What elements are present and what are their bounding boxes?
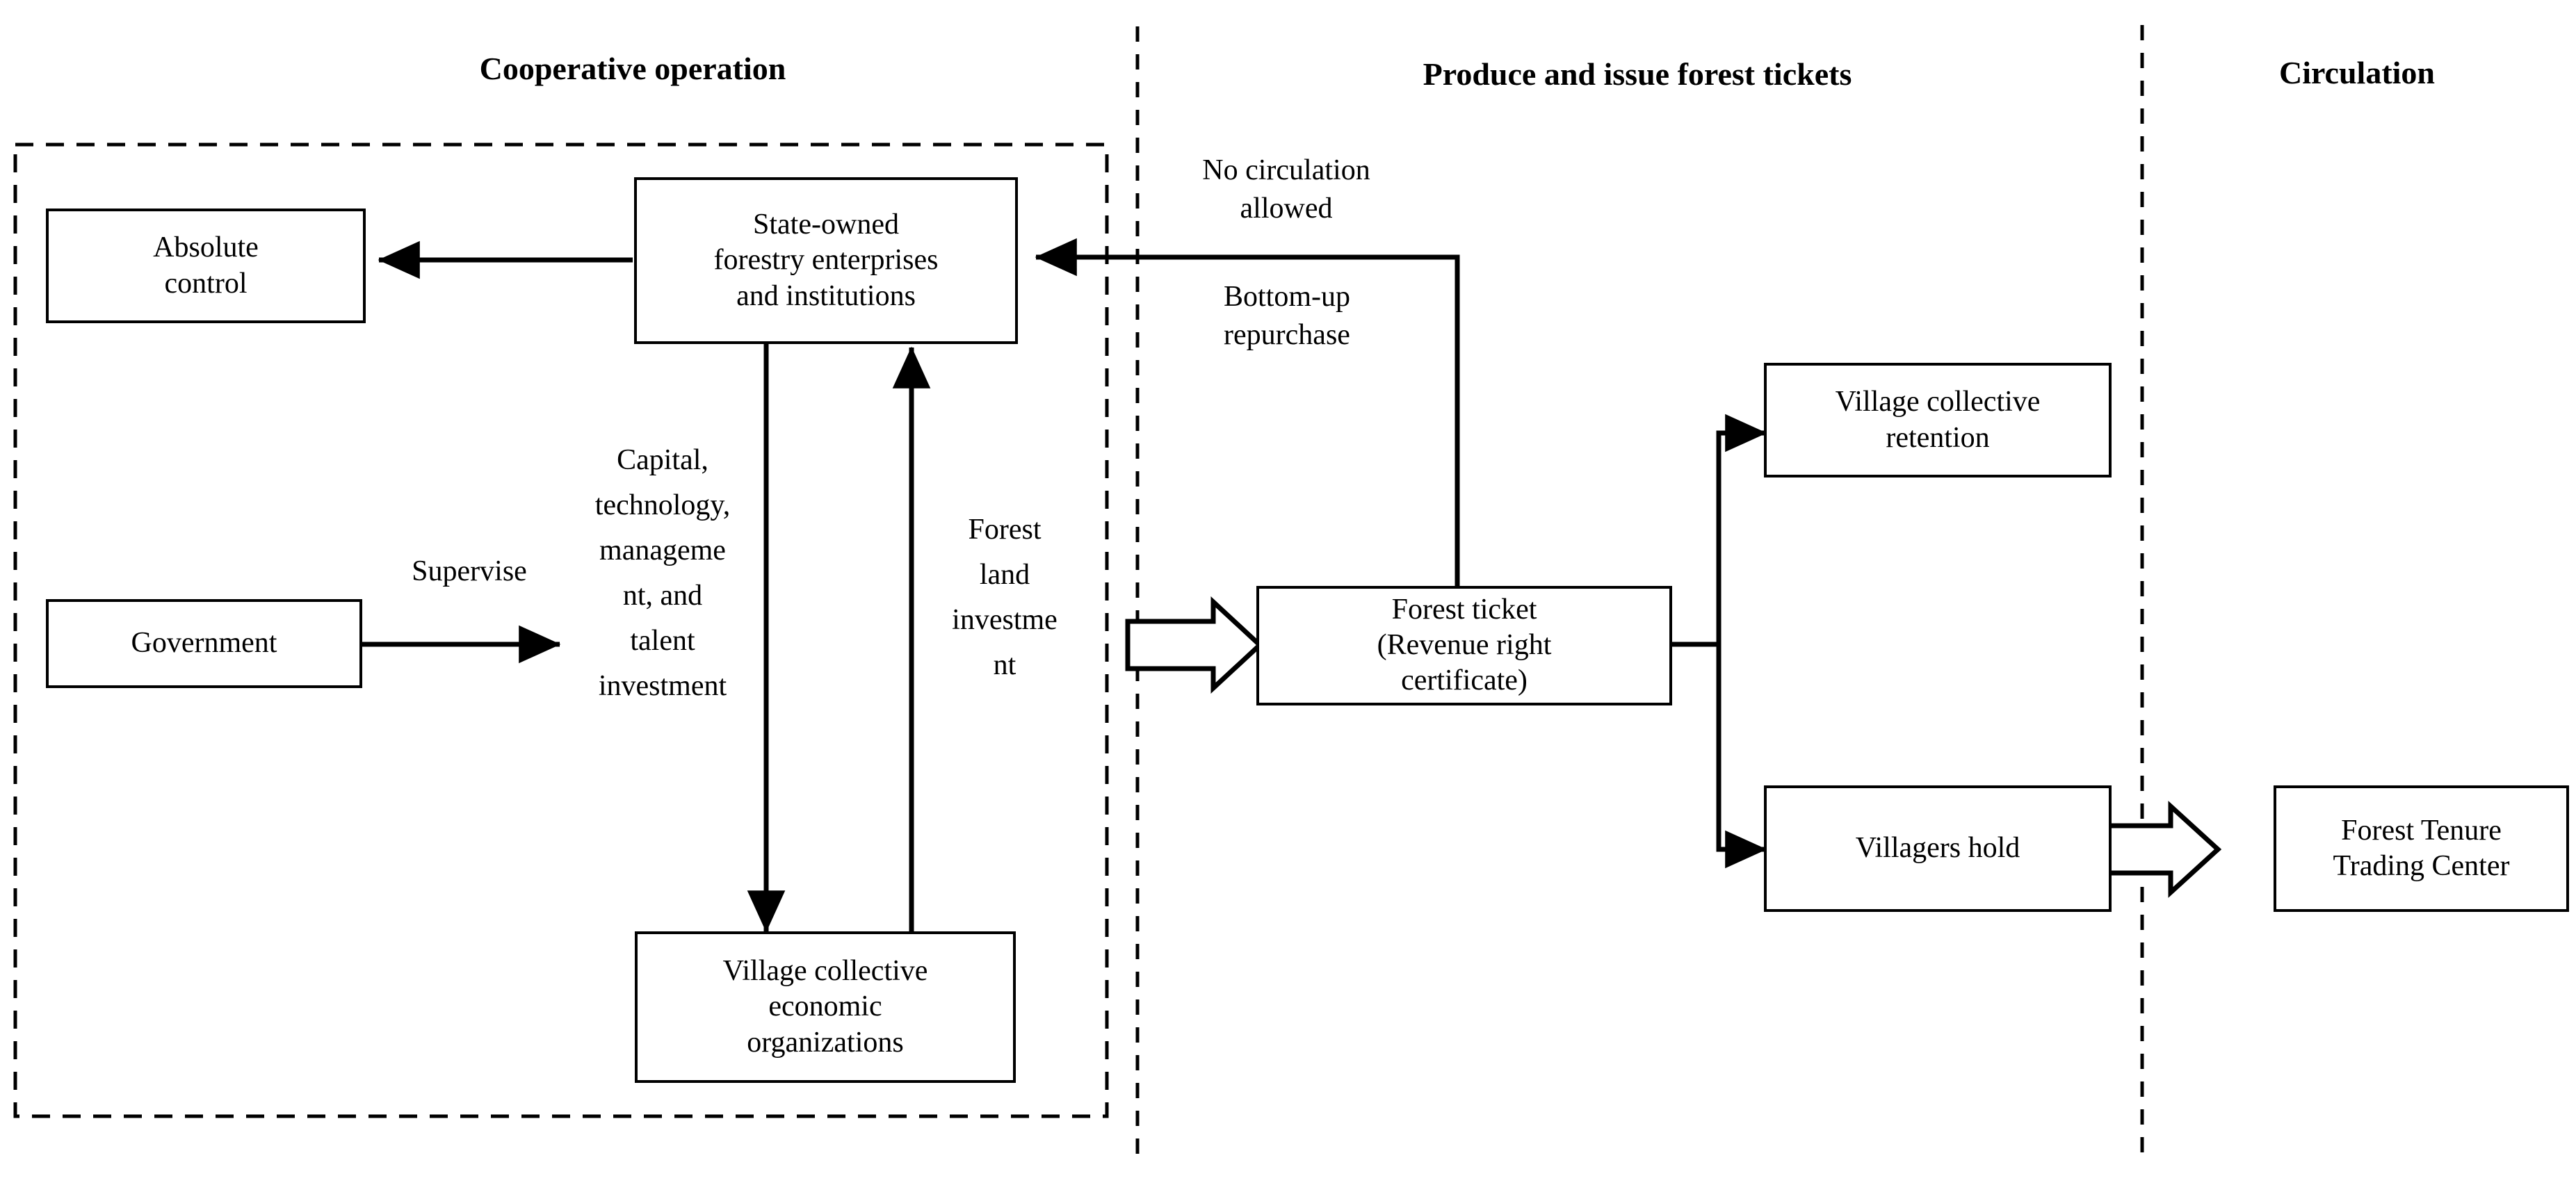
edge-label-supervise: Supervise — [412, 555, 527, 587]
node-villagers-hold[interactable]: Villagers hold — [1764, 785, 2112, 912]
node-forest-tenure-trading-center[interactable]: Forest Tenure Trading Center — [2274, 785, 2569, 912]
node-absolute-control[interactable]: Absolute control — [46, 209, 366, 323]
column-title-circulation: Circulation — [2278, 55, 2436, 90]
edge-label-bottom-up-repurchase: Bottom-up repurchase — [1223, 281, 1350, 352]
node-village-collective-retention[interactable]: Village collective retention — [1764, 363, 2112, 477]
edge-label-capital-technology-management-talent-investment: Capital, technology, manageme nt, and ta… — [594, 444, 731, 703]
node-government-label: Government — [131, 627, 277, 660]
node-village-collective-economic-organizations[interactable]: Village collective economic organization… — [635, 931, 1016, 1083]
node-forest-tenure-trading-center-label: Forest Tenure Trading Center — [2333, 814, 2510, 882]
node-government[interactable]: Government — [46, 599, 362, 688]
node-villagers-hold-label: Villagers hold — [1855, 832, 2020, 865]
node-forest-ticket[interactable]: Forest ticket (Revenue right certificate… — [1256, 586, 1672, 705]
node-state-owned-forestry-label: State-owned forestry enterprises and ins… — [713, 209, 939, 312]
node-village-collective-economic-organizations-label: Village collective economic organization… — [722, 955, 928, 1059]
edge-forest-ticket-branch-villagers — [1669, 642, 1767, 869]
node-absolute-control-label: Absolute control — [153, 231, 259, 300]
column-title-cooperative-operation: Cooperative operation — [479, 51, 786, 86]
node-forest-ticket-label: Forest ticket (Revenue right certificate… — [1377, 594, 1552, 697]
edge-label-no-circulation-allowed: No circulation allowed — [1202, 154, 1370, 225]
edge-label-forest-land-investment: Forest land investme nt — [952, 514, 1058, 682]
node-state-owned-forestry[interactable]: State-owned forestry enterprises and ins… — [634, 177, 1018, 344]
edge-forest-ticket-branch-retention — [1669, 414, 1767, 647]
block-arrow-cooperative-to-forest-ticket — [1125, 596, 1264, 694]
column-title-produce-and-issue-forest-tickets: Produce and issue forest tickets — [1423, 56, 1852, 92]
node-village-collective-retention-label: Village collective retention — [1835, 386, 2041, 454]
